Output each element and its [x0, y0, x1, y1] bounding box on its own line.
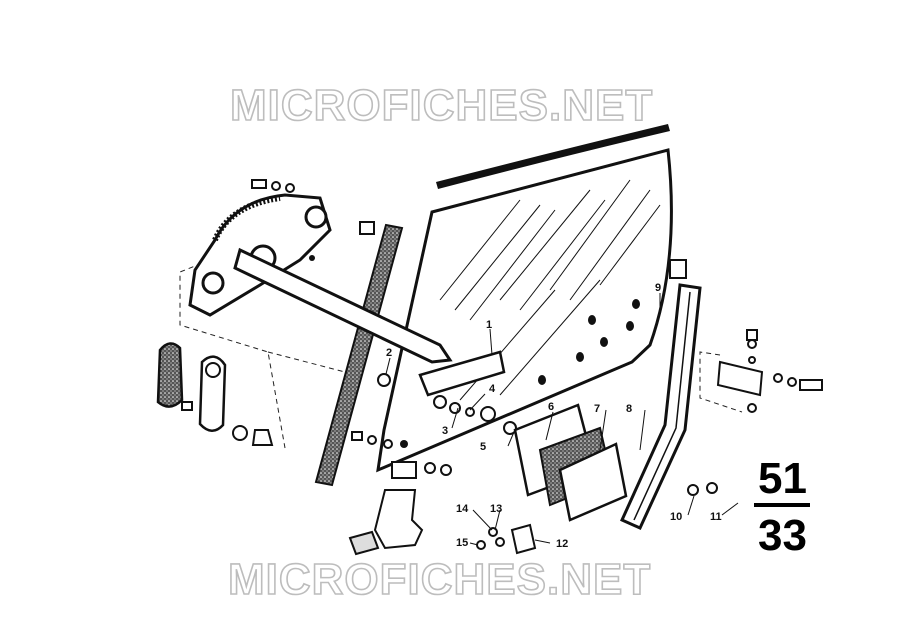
page-ref-numerator: 51	[758, 454, 807, 503]
guide-bracket	[558, 442, 628, 522]
callout-2: 2	[386, 347, 392, 359]
window-crank-handle	[156, 342, 274, 446]
page-reference: 51 33	[754, 454, 810, 560]
watermark-top: MICROFICHES.NET	[230, 81, 653, 130]
rear-channel-top-clip	[669, 259, 687, 279]
callout-6: 6	[548, 401, 554, 413]
callout-15: 15	[456, 537, 468, 549]
callout-8: 8	[626, 403, 632, 415]
top-weatherstrip	[436, 124, 670, 189]
watermark-bottom: MICROFICHES.NET	[228, 555, 651, 604]
callout-7: 7	[594, 403, 600, 415]
page-ref-denominator: 33	[758, 511, 807, 560]
bolt-washer-set-top	[251, 179, 295, 193]
rear-channel-inner-line	[633, 291, 691, 521]
callout-5: 5	[480, 441, 486, 453]
right-bracket-assembly	[716, 329, 823, 413]
callout-12: 12	[556, 538, 568, 550]
page-ref-divider	[754, 503, 810, 507]
dashed-guides	[179, 259, 743, 449]
callout-leaders	[385, 293, 739, 546]
glass-reflection-lines	[439, 179, 661, 401]
rear-channel	[620, 283, 702, 530]
screw-washer-set	[687, 482, 718, 496]
callout-3: 3	[442, 425, 448, 437]
front-channel-strip	[314, 223, 404, 487]
regulator-assembly	[188, 193, 453, 364]
callout-11: 11	[710, 511, 722, 523]
lower-slide-parts	[348, 461, 452, 556]
callout-14: 14	[456, 503, 469, 515]
glass-holes	[400, 299, 640, 448]
window-glass	[376, 148, 673, 473]
callout-4: 4	[489, 383, 496, 395]
callout-9: 9	[655, 282, 661, 294]
small-bracket-parts	[476, 523, 537, 555]
callout-13: 13	[490, 503, 502, 515]
lift-bracket	[418, 350, 506, 397]
callout-10: 10	[670, 511, 682, 523]
glass-clip	[359, 221, 375, 235]
callout-1: 1	[486, 319, 492, 331]
bracket-fasteners	[351, 373, 517, 449]
